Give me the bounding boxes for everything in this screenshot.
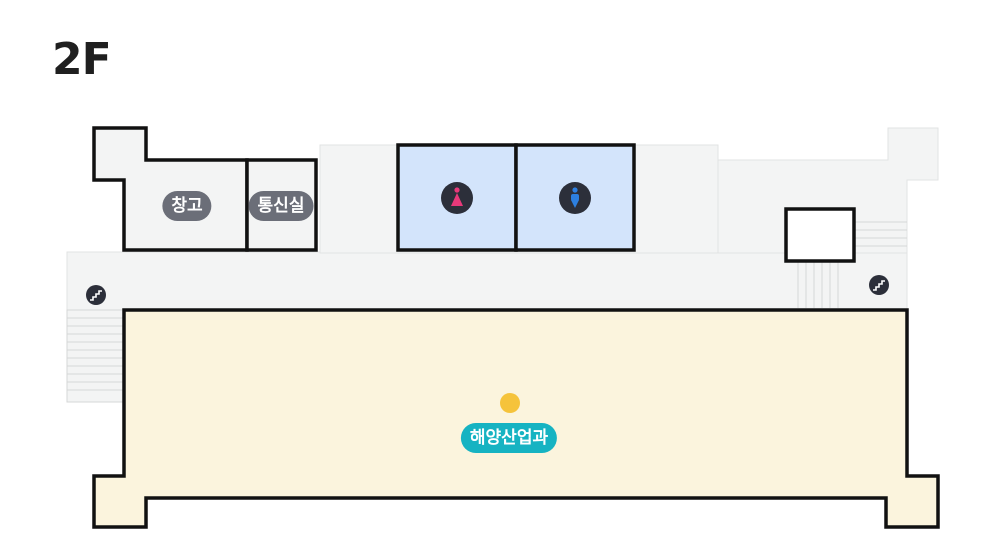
- male-restroom-icon: [559, 182, 591, 214]
- stairs-icon: [869, 275, 889, 295]
- location-dot-icon: [500, 393, 520, 413]
- storage-label: 창고: [162, 191, 212, 221]
- female-restroom-icon: [441, 182, 473, 214]
- stairs-hatch-right: [797, 221, 907, 308]
- floor-title: 2F: [52, 34, 112, 85]
- telecom-label: 통신실: [248, 191, 314, 221]
- stairs-icon: [86, 285, 106, 305]
- elevator-room[interactable]: [784, 207, 856, 263]
- stairs-hatch-left: [66, 309, 124, 403]
- marine-dept-label: 해양산업과: [460, 423, 558, 453]
- marine-dept-room[interactable]: [92, 308, 940, 529]
- storage-room[interactable]: [92, 126, 249, 252]
